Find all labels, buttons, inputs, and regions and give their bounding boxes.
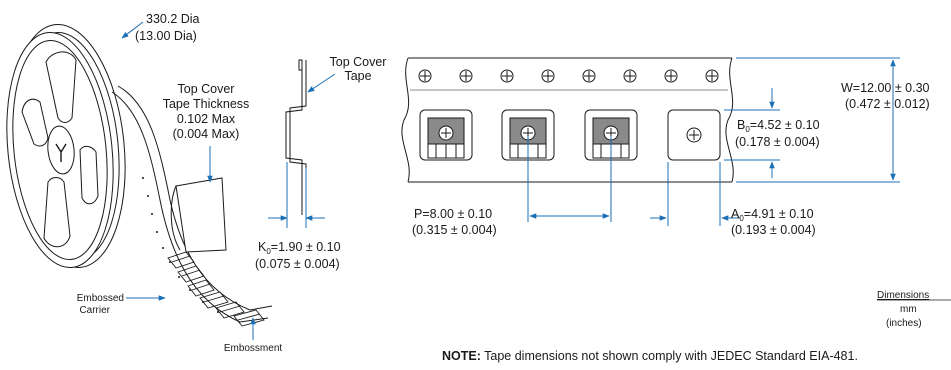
a0-dimension: A0=4.91 ± 0.10 — [731, 207, 814, 223]
carrier-tape-ribbon — [111, 85, 273, 327]
footnote: NOTE: Tape dimensions not shown comply w… — [442, 349, 858, 363]
reel-window-bottom — [43, 177, 71, 248]
reel-hub — [47, 125, 75, 175]
units-mm: mm — [900, 304, 917, 315]
reel — [6, 24, 126, 268]
component-pocket — [501, 109, 555, 161]
cover-thickness-value-in: (0.004 Max) — [173, 127, 240, 141]
top-cover-tape-label-1: Top Cover — [330, 55, 387, 69]
embossed-carrier-label-1: Embossed — [77, 293, 124, 304]
reel-diameter-leader — [121, 21, 144, 39]
sprocket-hole — [664, 69, 678, 83]
k0-dimension-in: (0.075 ± 0.004) — [255, 257, 340, 271]
embossed-carrier-label-2: Carrier — [79, 305, 110, 316]
top-cover-tape-leader — [307, 73, 336, 93]
sprocket-hole — [705, 69, 719, 83]
sprocket-hole — [418, 69, 432, 83]
component-pocket — [419, 109, 473, 161]
b0-dimension-in: (0.178 ± 0.004) — [735, 135, 820, 149]
cover-thickness-value-mm: 0.102 Max — [177, 112, 236, 126]
units-inches: (inches) — [886, 318, 922, 329]
reel-diameter-in: (13.00 Dia) — [135, 29, 197, 43]
tape-side-view — [285, 59, 307, 215]
embossment-label: Embossment — [224, 343, 283, 354]
reel-window-left — [21, 98, 49, 147]
b0-dimension: B0=4.52 ± 0.10 — [737, 118, 820, 134]
sprocket-hole — [623, 69, 637, 83]
units-title: Dimensions — [877, 290, 929, 301]
cover-thickness-label-1: Top Cover — [178, 82, 235, 96]
empty-pocket — [667, 109, 721, 161]
cover-thickness-label-2: Tape Thickness — [163, 97, 250, 111]
w-dimension-in: (0.472 ± 0.012) — [845, 97, 930, 111]
sprocket-hole — [459, 69, 473, 83]
p-dimension-in: (0.315 ± 0.004) — [412, 223, 497, 237]
sprocket-hole — [582, 69, 596, 83]
reel-window-top — [45, 51, 77, 123]
reel-window-right — [79, 145, 99, 205]
sprocket-hole — [500, 69, 514, 83]
k0-dimension: K0=1.90 ± 0.10 — [258, 240, 341, 256]
p-dimension: P=8.00 ± 0.10 — [414, 207, 492, 221]
sprocket-holes — [418, 69, 719, 83]
top-cover-tape-label-2: Tape — [344, 69, 371, 83]
w-dimension: W=12.00 ± 0.30 — [841, 81, 930, 95]
sprocket-hole — [541, 69, 555, 83]
reel-diameter-mm: 330.2 Dia — [146, 12, 200, 26]
a0-dimension-in: (0.193 ± 0.004) — [731, 223, 816, 237]
tape-top-view — [401, 57, 734, 183]
